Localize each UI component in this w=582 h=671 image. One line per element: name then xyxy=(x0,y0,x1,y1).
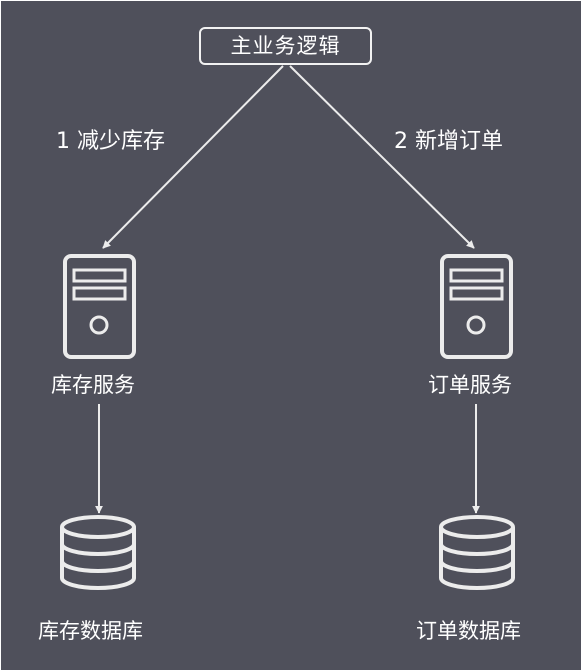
order-database-label: 订单数据库 xyxy=(416,619,521,643)
server-icon xyxy=(63,254,136,359)
database-icon xyxy=(60,515,136,590)
order-service-label: 订单服务 xyxy=(428,373,512,397)
inventory-service-label: 库存服务 xyxy=(51,373,135,397)
edge-label-reduce-inventory: 1 减少库存 xyxy=(56,129,165,154)
main-logic-node: 主业务逻辑 xyxy=(199,27,372,65)
edge-arrow-main-to-order xyxy=(289,65,475,249)
edge-arrow-main-to-inventory xyxy=(102,65,284,249)
inventory-database-label: 库存数据库 xyxy=(38,619,143,643)
server-icon xyxy=(440,254,513,359)
edge-label-create-order: 2 新增订单 xyxy=(394,129,503,154)
database-icon xyxy=(439,515,515,590)
